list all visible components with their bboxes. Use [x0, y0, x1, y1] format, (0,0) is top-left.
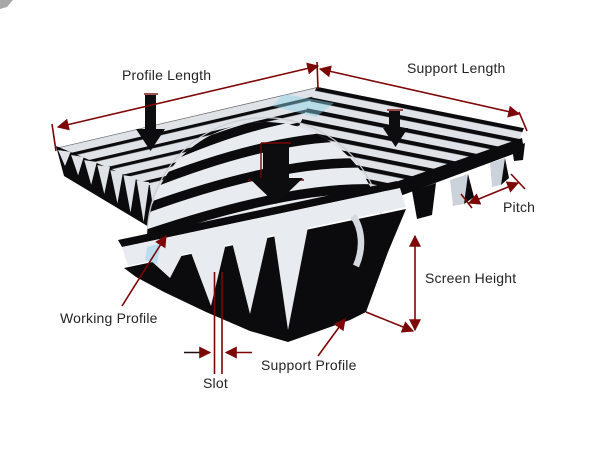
dim-tick — [460, 193, 473, 209]
wire-tip — [123, 175, 137, 213]
dim-pitch — [467, 181, 520, 205]
dim-tick — [316, 61, 319, 90]
mass-highlight — [350, 214, 365, 268]
label-working-profile: Working Profile — [60, 310, 158, 326]
dim-tick — [510, 173, 526, 190]
flow-arrow-icon — [383, 111, 408, 147]
label-pitch: Pitch — [503, 199, 536, 215]
leader-working-profile — [121, 234, 167, 307]
label-profile-length: Profile Length — [122, 67, 212, 83]
front-wire-band — [122, 188, 406, 266]
wire-tip — [110, 170, 123, 204]
panel-right-edge — [384, 138, 525, 219]
wire-tip — [58, 150, 71, 166]
leader-support-profile — [317, 318, 346, 357]
flow-arrow-icon — [249, 145, 303, 204]
corner-artifact — [0, 0, 13, 9]
label-support-profile: Support Profile — [261, 357, 357, 373]
wedge-tip — [232, 235, 268, 314]
wire-tip — [71, 155, 84, 176]
label-support-length: Support Length — [407, 60, 506, 76]
label-screen-height: Screen Height — [425, 270, 517, 286]
dim-tick — [51, 123, 57, 152]
support-post — [490, 158, 505, 187]
support-profile-mass — [124, 209, 406, 342]
wire-tip — [136, 180, 150, 223]
label-slot: Slot — [203, 375, 228, 391]
dim-tick — [518, 111, 528, 132]
support-post-dark — [412, 183, 436, 219]
support-post-side — [501, 158, 509, 185]
wedge-tip — [190, 243, 226, 306]
dim-support-length — [318, 65, 521, 118]
dim-profile-length — [56, 62, 320, 131]
dimension-lines — [51, 61, 528, 374]
support-post-dark — [512, 143, 525, 161]
edge-band — [384, 138, 524, 199]
magnified-wire-tips — [148, 227, 308, 330]
dim-slot-lines — [213, 272, 223, 374]
leader-screen-height-base — [365, 311, 415, 333]
front-slot — [118, 181, 400, 247]
wire-tip — [97, 165, 110, 195]
wedge-tip — [274, 227, 308, 330]
wire-tip — [84, 160, 97, 185]
